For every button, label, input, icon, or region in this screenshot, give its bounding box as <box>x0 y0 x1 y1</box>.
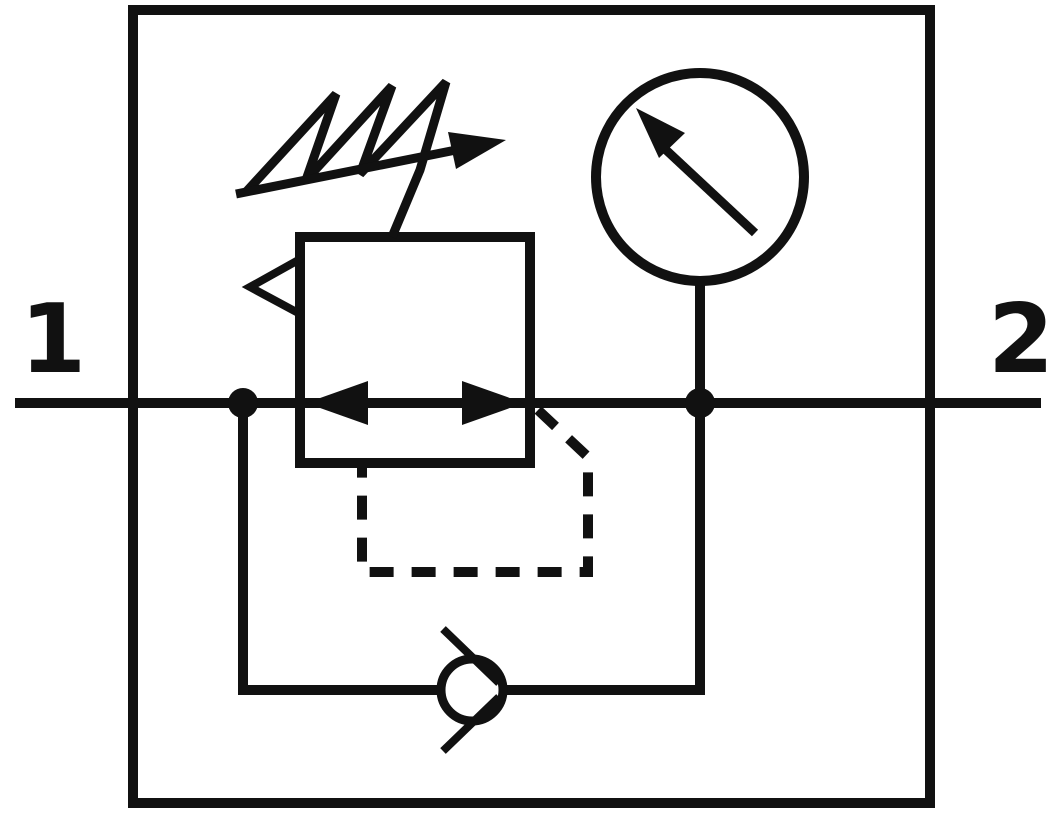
flow-arrow-left <box>306 381 368 425</box>
check-valve-icon <box>436 626 508 754</box>
relief-vent-arrow-icon <box>241 254 304 319</box>
port-1-label: 1 <box>20 285 86 395</box>
port-2-label: 2 <box>988 285 1054 395</box>
adjustment-arrow-icon <box>235 132 506 199</box>
pilot-dashed-line <box>357 406 593 577</box>
gauge-needle-icon <box>636 108 759 237</box>
bypass-line <box>238 403 705 695</box>
flow-arrow-right <box>462 381 524 425</box>
pressure-gauge-icon <box>591 68 809 403</box>
pressure-regulator-box <box>295 232 535 468</box>
check-valve-seat <box>440 626 502 754</box>
